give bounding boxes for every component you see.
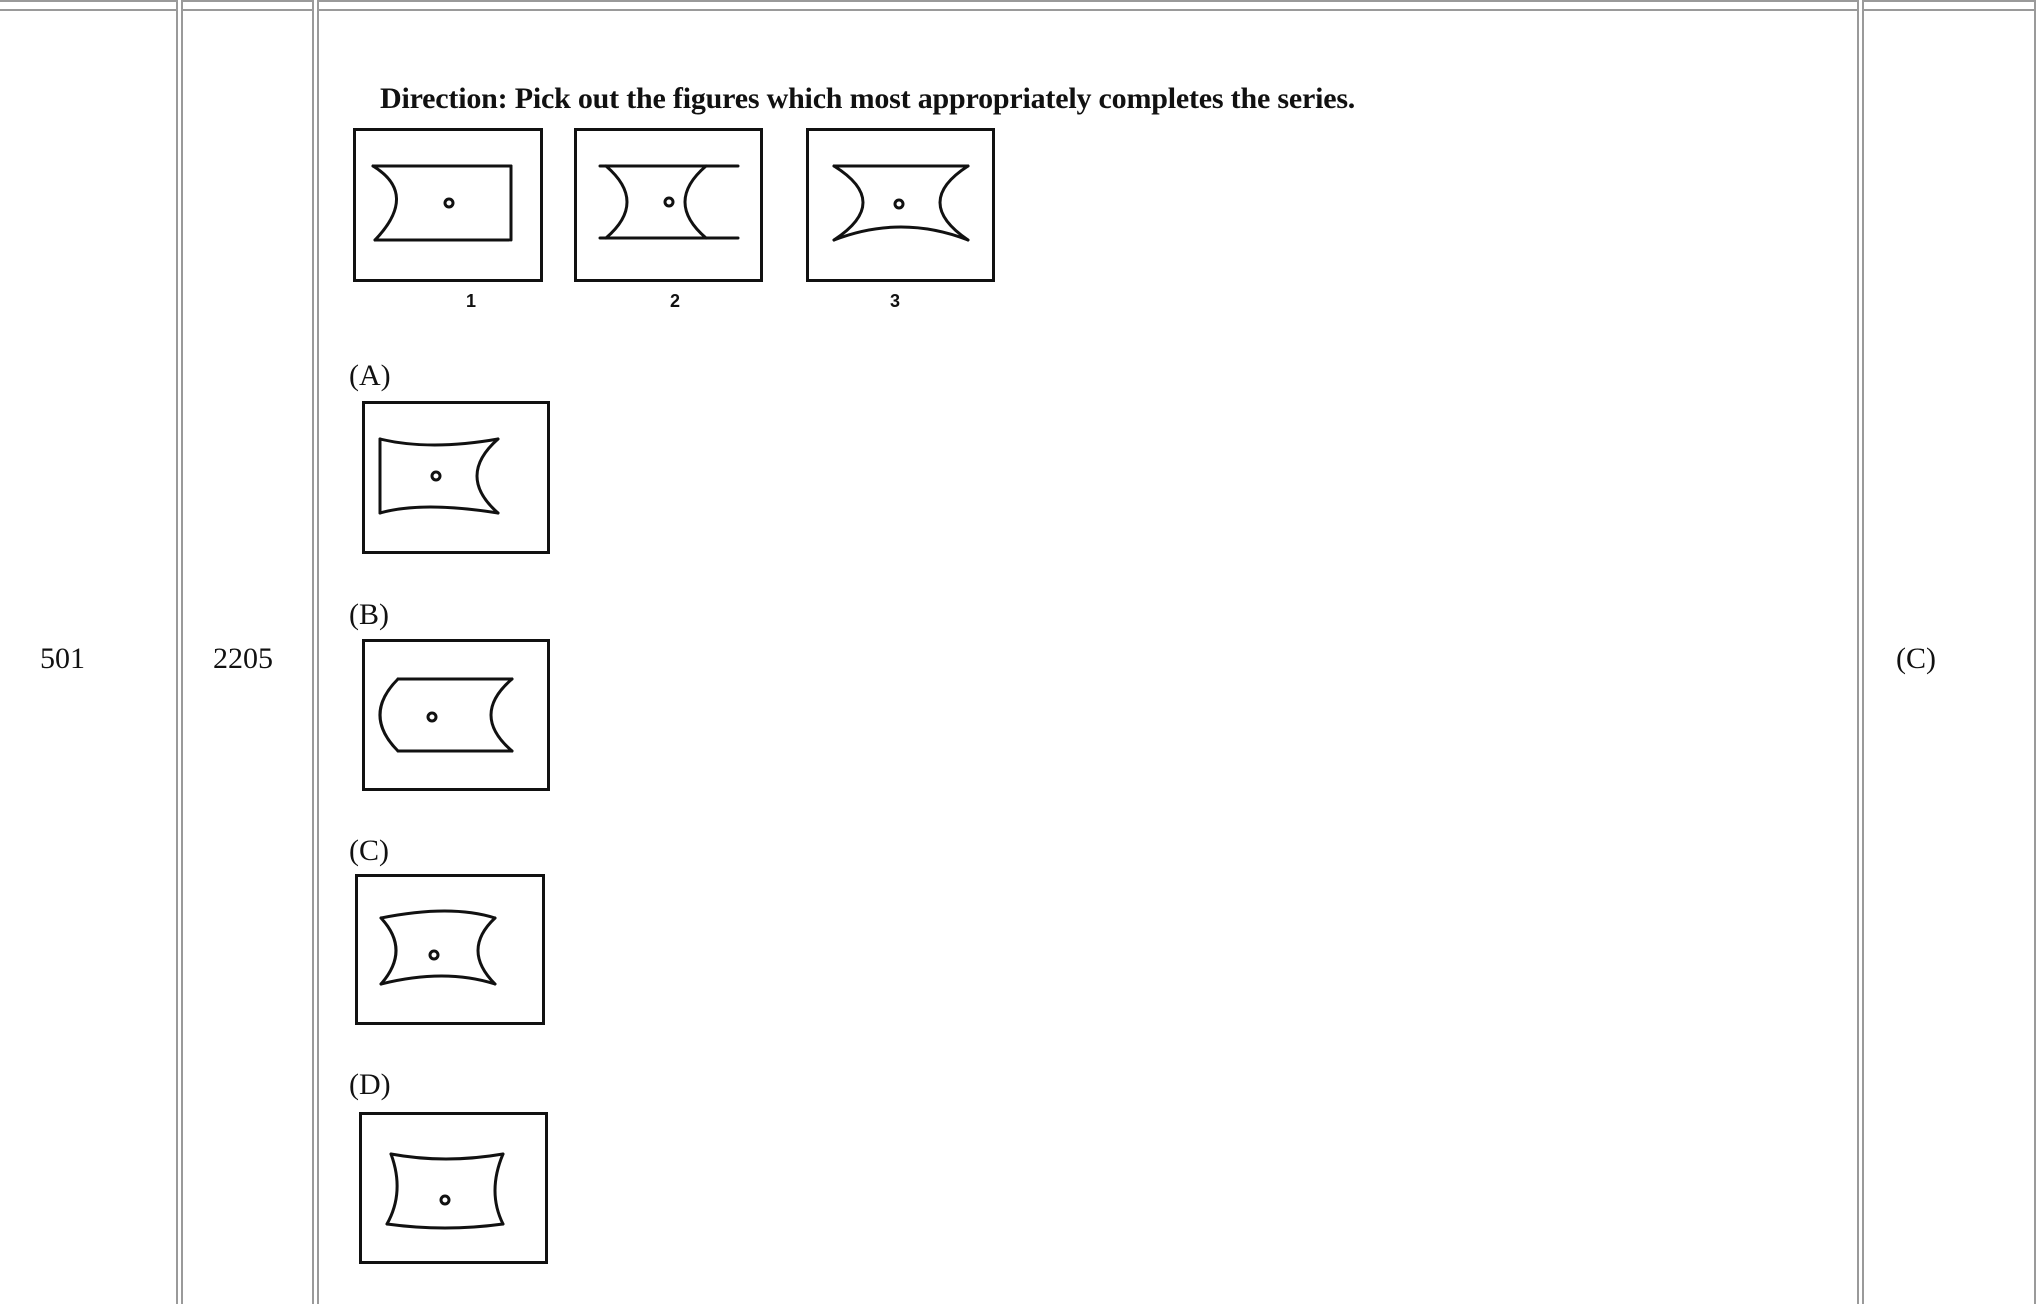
option-a-figure bbox=[362, 401, 550, 554]
problem-figure-2-label: 2 bbox=[670, 292, 680, 310]
problem-figure-1-label: 1 bbox=[466, 292, 476, 310]
table-top-border bbox=[0, 0, 2039, 11]
question-direction: Direction: Pick out the figures which mo… bbox=[380, 82, 1355, 116]
option-d-figure bbox=[359, 1112, 548, 1264]
problem-figure-1 bbox=[353, 128, 543, 282]
problem-figure-2 bbox=[574, 128, 763, 282]
option-c-figure bbox=[355, 874, 545, 1025]
answer-cell: (C) bbox=[1896, 644, 1936, 674]
column-divider-1 bbox=[176, 0, 183, 1304]
column-divider-edge bbox=[2034, 0, 2039, 1304]
serial-number-cell: 501 bbox=[40, 644, 85, 674]
column-divider-2 bbox=[312, 0, 319, 1304]
problem-figure-3-label: 3 bbox=[890, 292, 900, 310]
option-d-label: (D) bbox=[349, 1070, 391, 1100]
problem-figure-3 bbox=[806, 128, 995, 282]
question-id-cell: 2205 bbox=[213, 644, 273, 674]
option-a-label: (A) bbox=[349, 361, 391, 391]
option-c-label: (C) bbox=[349, 836, 389, 866]
option-b-figure bbox=[362, 639, 550, 791]
column-divider-3 bbox=[1857, 0, 1864, 1304]
option-b-label: (B) bbox=[349, 600, 389, 630]
